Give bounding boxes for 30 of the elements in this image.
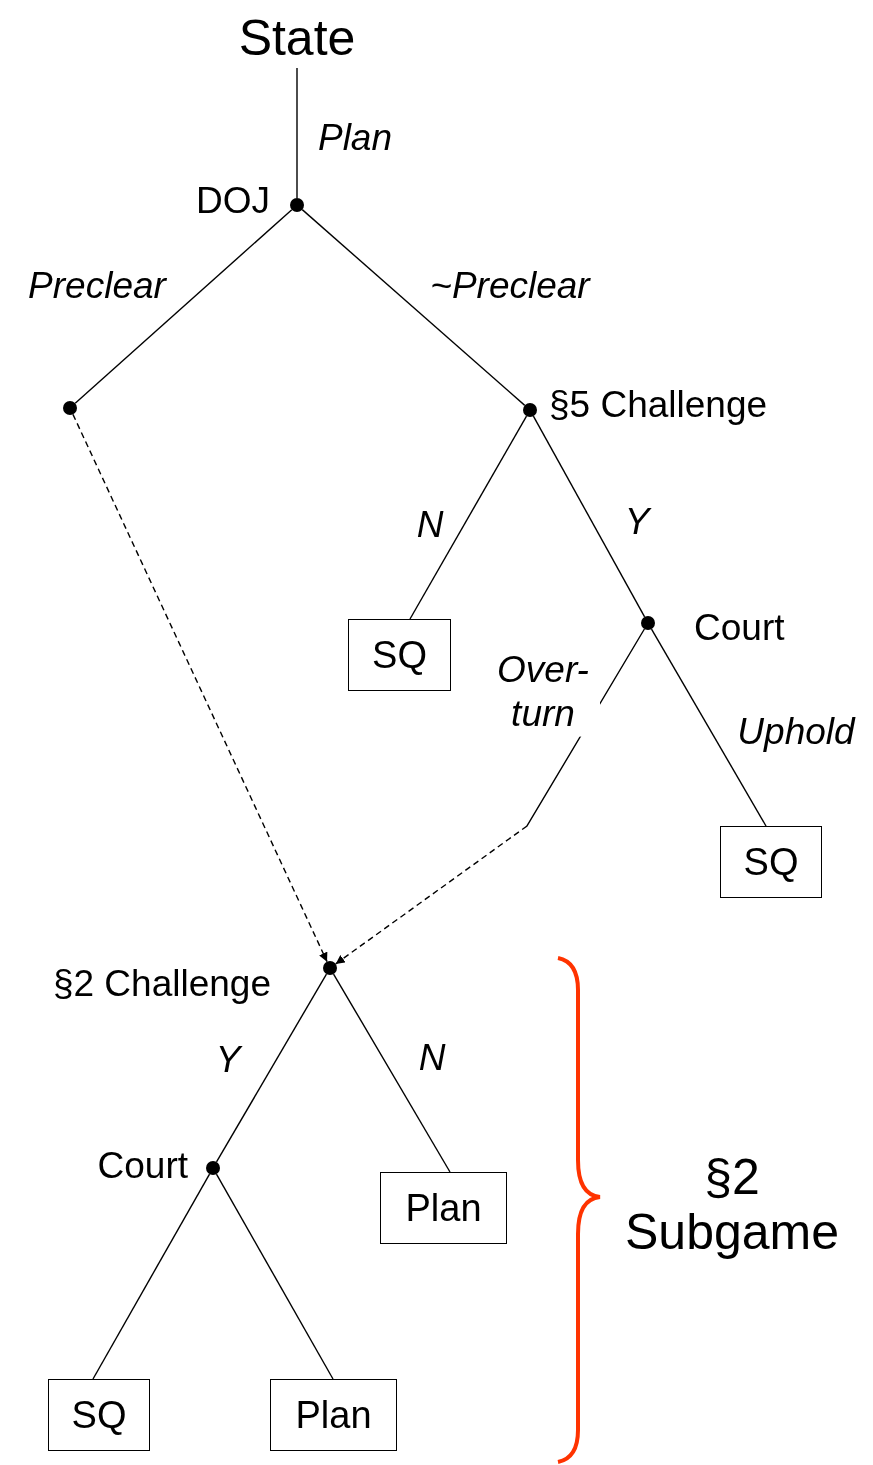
outcome-box: SQ — [720, 826, 822, 898]
dashed-arrow — [335, 628, 646, 965]
player-label: State — [238, 13, 356, 63]
branch-line — [296, 67, 298, 199]
branch-line — [74, 208, 293, 405]
branch-line — [301, 208, 526, 407]
subgame-label: §2 Subgame — [623, 1150, 840, 1260]
branch-line — [215, 1173, 334, 1380]
outcome-box: SQ — [48, 1379, 150, 1451]
player-label: §5 Challenge — [549, 385, 768, 423]
player-label: DOJ — [196, 181, 270, 219]
player-label: Court — [694, 608, 785, 646]
branch-line — [409, 415, 528, 620]
decision-node-dot — [523, 403, 537, 417]
decision-node-dot — [290, 198, 304, 212]
branch-line — [532, 415, 646, 618]
branch-line — [215, 973, 328, 1163]
decision-node-dot — [206, 1161, 220, 1175]
outcome-box: SQ — [348, 619, 451, 691]
branch-line — [92, 1173, 211, 1380]
outcome-box: Plan — [270, 1379, 397, 1451]
outcome-box: Plan — [380, 1172, 507, 1244]
branch-line — [650, 628, 767, 827]
branch-line — [332, 973, 451, 1173]
player-label: §2 Challenge — [52, 964, 271, 1002]
player-label: Court — [97, 1146, 188, 1184]
decision-node-dot — [63, 401, 77, 415]
decision-node-dot — [641, 616, 655, 630]
decision-node-dot — [323, 961, 337, 975]
dashed-arrow — [72, 413, 328, 963]
